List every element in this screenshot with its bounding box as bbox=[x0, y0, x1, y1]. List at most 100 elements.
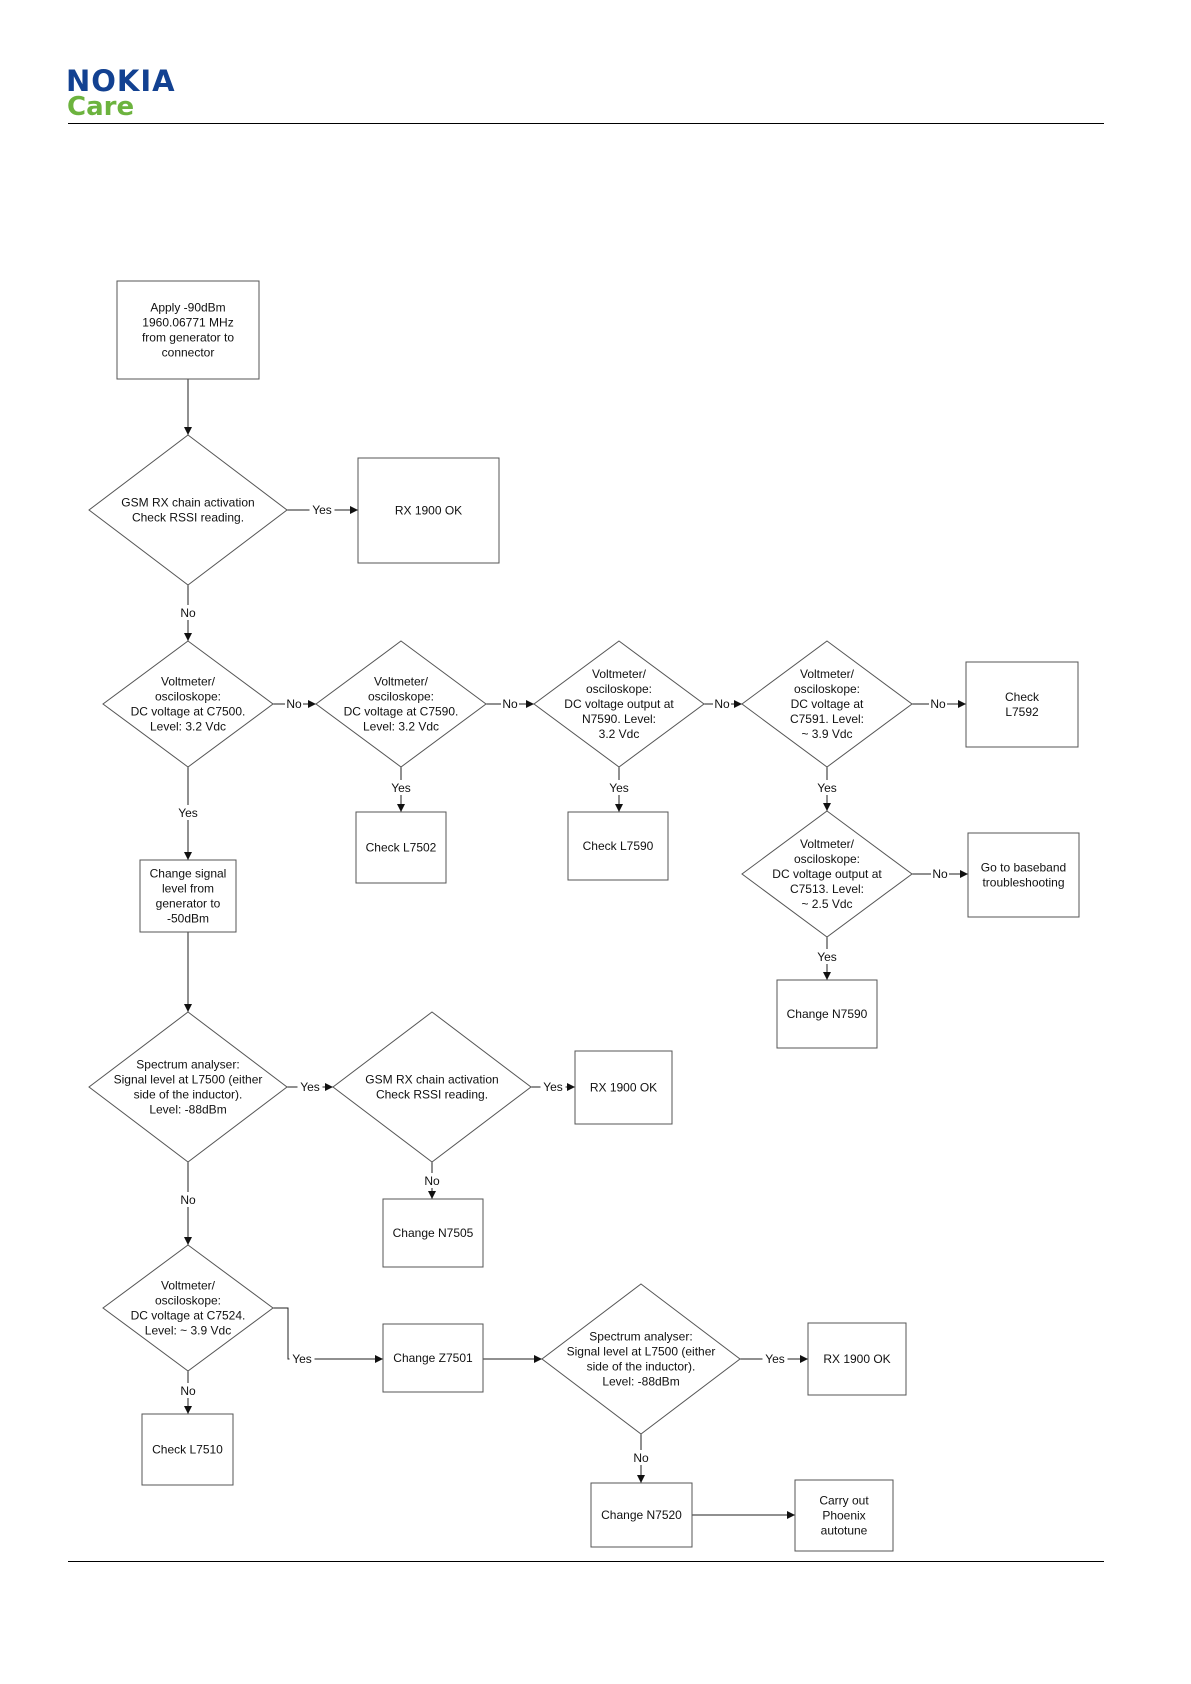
node-text-line: L7592 bbox=[1005, 705, 1039, 719]
node-d5: Voltmeter/osciloskope:DC voltage atC7591… bbox=[741, 640, 913, 768]
node-text-line: Check bbox=[1005, 690, 1040, 704]
node-text-line: autotune bbox=[821, 1524, 868, 1538]
edge-label-bg bbox=[179, 605, 197, 620]
node-text-line: N7590. Level: bbox=[582, 712, 656, 726]
node-text-line: 3.2 Vdc bbox=[599, 727, 640, 741]
edge-label-d3-r3: Yes bbox=[391, 781, 411, 795]
node-text-line: RX 1900 OK bbox=[395, 504, 462, 518]
node-d10: Spectrum analyser:Signal level at L7500 … bbox=[541, 1283, 741, 1435]
process-box bbox=[139, 859, 237, 933]
node-d9: Voltmeter/osciloskope:DC voltage at C752… bbox=[102, 1244, 274, 1372]
node-text-line: C7591. Level: bbox=[790, 712, 864, 726]
edge-label-bg bbox=[713, 696, 731, 711]
node-text-line: Voltmeter/ bbox=[800, 667, 855, 681]
node-text-line: Change N7520 bbox=[601, 1508, 682, 1522]
node-text-line: side of the inductor). bbox=[587, 1360, 696, 1374]
footer-rule bbox=[68, 1561, 1104, 1562]
edge-label-bg bbox=[179, 1383, 197, 1398]
nokia-logo: NOKIA bbox=[66, 64, 176, 98]
node-text-line: ~ 2.5 Vdc bbox=[801, 897, 852, 911]
node-text-line: osciloskope: bbox=[155, 1294, 221, 1308]
care-logo: Care bbox=[67, 92, 135, 122]
decision-diamond bbox=[88, 434, 288, 586]
node-text-line: osciloskope: bbox=[794, 852, 860, 866]
edge-label-bg bbox=[931, 866, 949, 881]
node-text-line: Change signal bbox=[150, 867, 227, 881]
edge-label-d8-ok2: Yes bbox=[543, 1080, 563, 1094]
process-box bbox=[357, 457, 500, 564]
edge-label-bg bbox=[285, 696, 303, 711]
edge-label-bg bbox=[606, 780, 632, 795]
decision-diamond bbox=[741, 810, 913, 938]
node-text-line: Check RSSI reading. bbox=[376, 1088, 488, 1102]
node-r4: Check L7590 bbox=[567, 811, 669, 881]
process-box bbox=[141, 1413, 234, 1486]
header-rule bbox=[68, 123, 1104, 124]
edge-label-d6-r7: Yes bbox=[817, 950, 837, 964]
node-d2: Voltmeter/osciloskope:DC voltage at C750… bbox=[102, 640, 274, 768]
node-text-line: Change Z7501 bbox=[393, 1351, 473, 1365]
edge-label-bg bbox=[929, 696, 947, 711]
edge-label-bg bbox=[762, 1351, 788, 1366]
edge-label-d1-d2: No bbox=[180, 606, 196, 620]
edge-label-d4-d5: No bbox=[714, 697, 730, 711]
node-r8: Change N7505 bbox=[382, 1198, 484, 1268]
node-d4: Voltmeter/osciloskope:DC voltage output … bbox=[533, 640, 705, 768]
node-r7: Change N7590 bbox=[776, 979, 878, 1049]
edge-label-bg bbox=[289, 1351, 315, 1366]
edge-label-bg bbox=[501, 696, 519, 711]
node-text-line: DC voltage at C7524. bbox=[131, 1309, 246, 1323]
node-text-line: DC voltage at bbox=[791, 697, 864, 711]
node-ok1: RX 1900 OK bbox=[357, 457, 500, 564]
process-box bbox=[965, 661, 1079, 748]
node-text-line: GSM RX chain activation bbox=[121, 496, 254, 510]
node-r10: Change Z7501 bbox=[382, 1323, 484, 1393]
node-text-line: Spectrum analyser: bbox=[136, 1058, 239, 1072]
node-text-line: generator to bbox=[156, 897, 221, 911]
edge-label-bg bbox=[814, 780, 840, 795]
node-text-line: troubleshooting bbox=[982, 876, 1064, 890]
node-text-line: osciloskope: bbox=[794, 682, 860, 696]
node-d7: Spectrum analyser:Signal level at L7500 … bbox=[88, 1011, 288, 1163]
decision-diamond bbox=[102, 1244, 274, 1372]
node-text-line: osciloskope: bbox=[155, 690, 221, 704]
edge-label-d2-r2: Yes bbox=[178, 806, 198, 820]
node-text-line: Voltmeter/ bbox=[161, 675, 216, 689]
process-box bbox=[382, 1198, 484, 1268]
node-text-line: osciloskope: bbox=[586, 682, 652, 696]
node-text-line: Voltmeter/ bbox=[592, 667, 647, 681]
node-text-line: DC voltage at C7500. bbox=[131, 705, 246, 719]
process-box bbox=[794, 1479, 894, 1552]
node-text-line: DC voltage output at bbox=[772, 867, 882, 881]
edge-label-d9-r9: No bbox=[180, 1384, 196, 1398]
node-text-line: osciloskope: bbox=[368, 690, 434, 704]
edge-label-d8-r8: No bbox=[424, 1174, 440, 1188]
edge-label-d10-r11: No bbox=[633, 1451, 649, 1465]
node-text-line: Check L7502 bbox=[366, 841, 437, 855]
decision-diamond bbox=[332, 1011, 532, 1163]
node-text-line: Go to baseband bbox=[981, 861, 1066, 875]
edge-label-d3-d4: No bbox=[502, 697, 518, 711]
edge-label-d9-r10: Yes bbox=[292, 1352, 312, 1366]
edge-label-bg bbox=[632, 1450, 650, 1465]
node-text-line: ~ 3.9 Vdc bbox=[801, 727, 852, 741]
node-text-line: DC voltage output at bbox=[564, 697, 674, 711]
node-text-line: Signal level at L7500 (either bbox=[114, 1073, 263, 1087]
node-ok2: RX 1900 OK bbox=[574, 1050, 673, 1125]
node-text-line: Spectrum analyser: bbox=[589, 1330, 692, 1344]
node-text-line: Level: 3.2 Vdc bbox=[150, 720, 226, 734]
node-text-line: RX 1900 OK bbox=[590, 1081, 657, 1095]
edge-label-d7-d8: Yes bbox=[300, 1080, 320, 1094]
node-text-line: 1960.06771 MHz bbox=[142, 316, 233, 330]
node-text-line: Voltmeter/ bbox=[800, 837, 855, 851]
node-text-line: Apply -90dBm bbox=[150, 301, 225, 315]
node-text-line: Check L7590 bbox=[583, 839, 654, 853]
edge-label-d10-ok3: Yes bbox=[765, 1352, 785, 1366]
process-box bbox=[116, 280, 260, 380]
decision-diamond bbox=[315, 640, 487, 768]
node-text-line: from generator to bbox=[142, 331, 234, 345]
